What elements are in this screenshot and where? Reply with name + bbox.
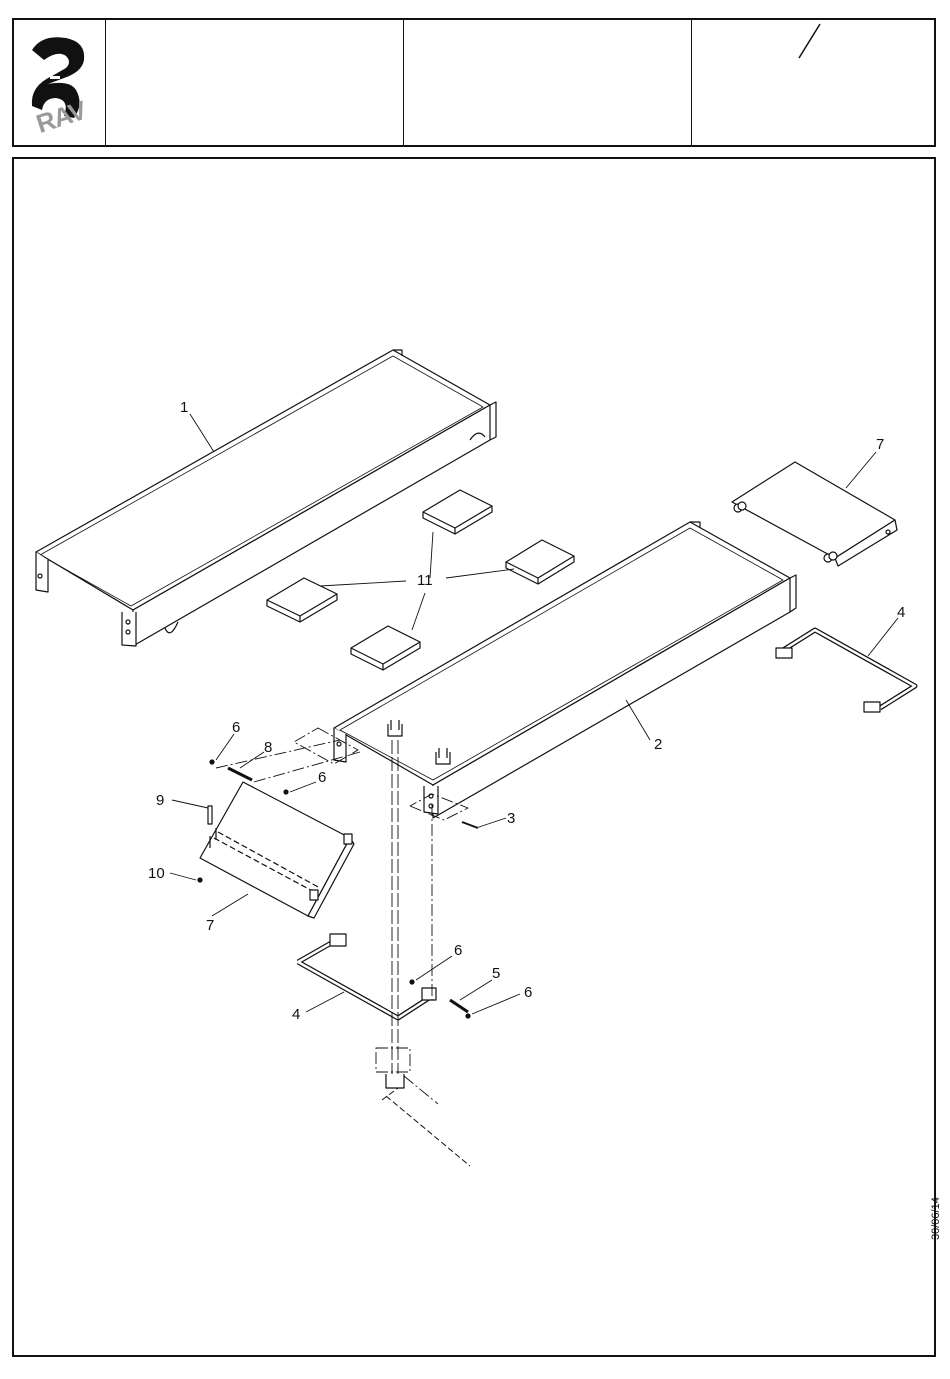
- platform-2: [334, 522, 796, 818]
- callout-6-d: 6: [524, 984, 532, 1001]
- callout-1: 1: [180, 399, 188, 416]
- callout-11: 11: [417, 572, 433, 589]
- callout-7-left: 7: [206, 917, 214, 934]
- callout-4-bottom: 4: [292, 1006, 300, 1023]
- callout-3: 3: [507, 810, 515, 827]
- callout-5: 5: [492, 965, 500, 982]
- callout-6-b: 6: [318, 769, 326, 786]
- callout-9: 9: [156, 792, 164, 809]
- extension-plate-7-left: [200, 782, 354, 918]
- callout-7-top: 7: [876, 436, 884, 453]
- assembly-lines: [216, 728, 468, 1104]
- vertical-guides: [392, 740, 398, 1074]
- callout-10: 10: [148, 865, 165, 882]
- callout-8: 8: [264, 739, 272, 756]
- callout-6-a: 6: [232, 719, 240, 736]
- extension-plate-7-top: [732, 462, 897, 566]
- handle-4-right: [776, 630, 915, 712]
- date-stamp: 30/06/14: [930, 1197, 942, 1240]
- callout-2: 2: [654, 736, 662, 753]
- callout-6-c: 6: [454, 942, 462, 959]
- platform-1: [36, 350, 496, 646]
- lower-guide: [382, 1088, 470, 1166]
- callout-4-right: 4: [897, 604, 905, 621]
